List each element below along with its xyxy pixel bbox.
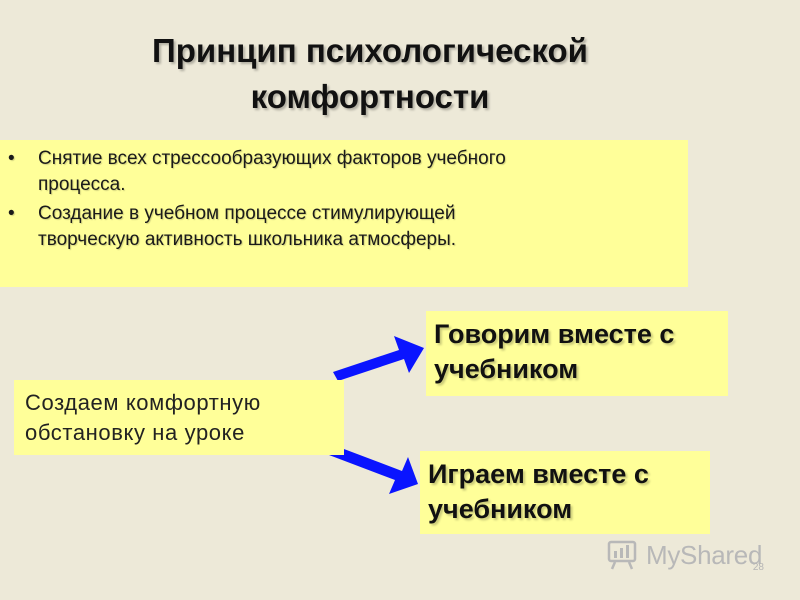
arrow-to-top-box xyxy=(333,336,424,381)
source-box-line-2: обстановку на уроке xyxy=(25,420,245,445)
arrow-to-bottom-box xyxy=(329,446,418,494)
slide-title: Принцип психологической комфортности xyxy=(60,28,680,120)
target-box-play: Играем вместе с учебником xyxy=(420,451,710,534)
target-box-speak: Говорим вместе с учебником xyxy=(426,311,728,396)
bullet-1-line-2: процесса. xyxy=(38,174,126,195)
bullet-marker: • xyxy=(8,203,15,224)
bullet-1-line-1: Снятие всех стрессообразующих факторов у… xyxy=(38,148,506,169)
page-number: 28 xyxy=(752,562,764,573)
bullet-2-line-2: творческую активность школьника атмосфер… xyxy=(38,229,457,250)
target-box-play-line-1: Играем вместе с xyxy=(428,459,649,489)
watermark-text: MyShared xyxy=(646,539,763,570)
target-box-play-line-2: учебником xyxy=(428,494,573,524)
bullet-marker: • xyxy=(8,148,15,169)
target-box-speak-line-2: учебником xyxy=(434,354,579,384)
myshared-logo-icon xyxy=(607,540,637,570)
bullet-2-line-1: Создание в учебном процессе стимулирующе… xyxy=(38,203,456,224)
slide-title-line-1: Принцип психологической xyxy=(152,32,588,69)
source-box-line-1: Создаем комфортную xyxy=(25,390,261,415)
bullet-list-box: • Снятие всех стрессообразующих факторов… xyxy=(0,140,688,287)
target-box-speak-line-1: Говорим вместе с xyxy=(434,319,675,349)
slide-title-line-2: комфортности xyxy=(250,78,490,115)
watermark: MyShared xyxy=(606,535,762,575)
source-box: Создаем комфортную обстановку на уроке xyxy=(14,380,344,455)
